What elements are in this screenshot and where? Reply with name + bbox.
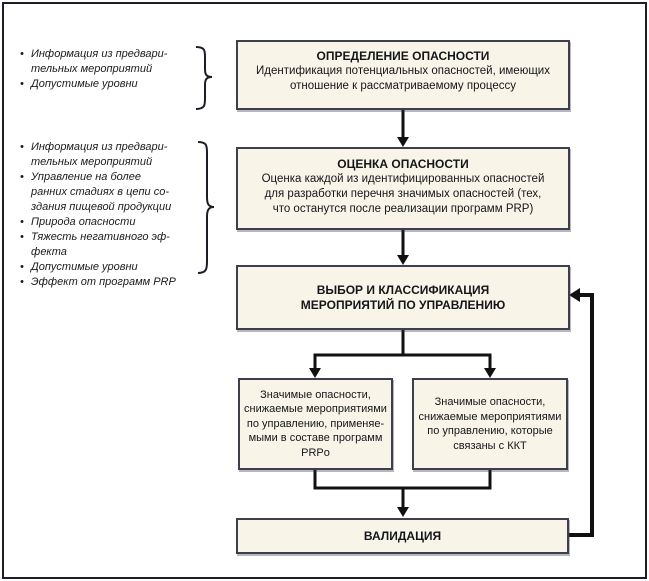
bullet-marker: • bbox=[20, 276, 24, 288]
list-item-text: Допустимые уровни bbox=[31, 261, 138, 273]
bullet-marker: • bbox=[20, 78, 24, 90]
box-body: Значимые опасности, снижаемые мероприяти… bbox=[418, 396, 562, 452]
feedback-validation-to-select bbox=[567, 288, 594, 537]
box-title: ВАЛИДАЦИЯ bbox=[363, 528, 442, 543]
box-branch-oprp: Значимые опасности, снижаемые мероприяти… bbox=[238, 378, 393, 470]
arrow-identify-to-assess bbox=[397, 110, 409, 147]
list-item: • Эффект от программ PRP bbox=[20, 275, 198, 290]
list-item: • Тяжесть негативного эф- фекта bbox=[20, 230, 198, 260]
list-item: • Допустимые уровни bbox=[20, 260, 198, 275]
brace-icon bbox=[197, 141, 215, 274]
inputs-list-identification: • Информация из предвари- тельных меропр… bbox=[20, 47, 198, 92]
box-body: Оценка каждой из идентифицированных опас… bbox=[261, 173, 545, 215]
list-item-text: Информация из предвари- тельных мероприя… bbox=[31, 141, 168, 168]
list-item: • Информация из предвари- тельных меропр… bbox=[20, 140, 198, 170]
box-title: ОПРЕДЕЛЕНИЕ ОПАСНОСТИ bbox=[316, 49, 490, 63]
list-item: • Допустимые уровни bbox=[20, 77, 198, 92]
brace-icon bbox=[195, 46, 213, 110]
list-item-text: Информация из предвари- тельных мероприя… bbox=[31, 48, 168, 75]
bullet-marker: • bbox=[20, 261, 24, 273]
box-hazard-identification: ОПРЕДЕЛЕНИЕ ОПАСНОСТИ Идентификация поте… bbox=[236, 40, 570, 110]
list-item-text: Управление на более ранних стадиях в цеп… bbox=[31, 171, 172, 213]
inputs-list-assessment: • Информация из предвари- тельных меропр… bbox=[20, 140, 198, 290]
bullet-marker: • bbox=[20, 141, 24, 153]
list-item: • Информация из предвари- тельных меропр… bbox=[20, 47, 198, 77]
box-hazard-assessment: ОЦЕНКА ОПАСНОСТИ Оценка каждой из иденти… bbox=[236, 147, 570, 230]
box-validation: ВАЛИДАЦИЯ bbox=[236, 518, 569, 554]
bullet-marker: • bbox=[20, 48, 24, 60]
list-item-text: Природа опасности bbox=[31, 216, 136, 228]
list-item-text: Допустимые уровни bbox=[31, 78, 138, 90]
bullet-marker: • bbox=[20, 231, 24, 243]
box-control-measure-selection: ВЫБОР И КЛАССИФИКАЦИЯ МЕРОПРИЯТИЙ ПО УПР… bbox=[236, 265, 570, 330]
merge-branches-to-validation bbox=[313, 470, 492, 517]
bullet-marker: • bbox=[20, 171, 24, 183]
split-select-to-branches bbox=[309, 330, 496, 378]
box-body: Идентификация потенциальных опасностей, … bbox=[256, 65, 550, 92]
list-item-text: Тяжесть негативного эф- фекта bbox=[31, 231, 170, 258]
bullet-marker: • bbox=[20, 216, 24, 228]
box-branch-ccp: Значимые опасности, снижаемые мероприяти… bbox=[412, 378, 568, 470]
box-title: ОЦЕНКА ОПАСНОСТИ bbox=[337, 157, 469, 171]
list-item: • Управление на более ранних стадиях в ц… bbox=[20, 170, 198, 215]
box-title: ВЫБОР И КЛАССИФИКАЦИЯ МЕРОПРИЯТИЙ ПО УПР… bbox=[300, 282, 506, 312]
box-body: Значимые опасности, снижаемые мероприяти… bbox=[244, 388, 387, 459]
arrow-assess-to-select bbox=[397, 230, 409, 265]
list-item: • Природа опасности bbox=[20, 215, 198, 230]
list-item-text: Эффект от программ PRP bbox=[31, 276, 176, 288]
